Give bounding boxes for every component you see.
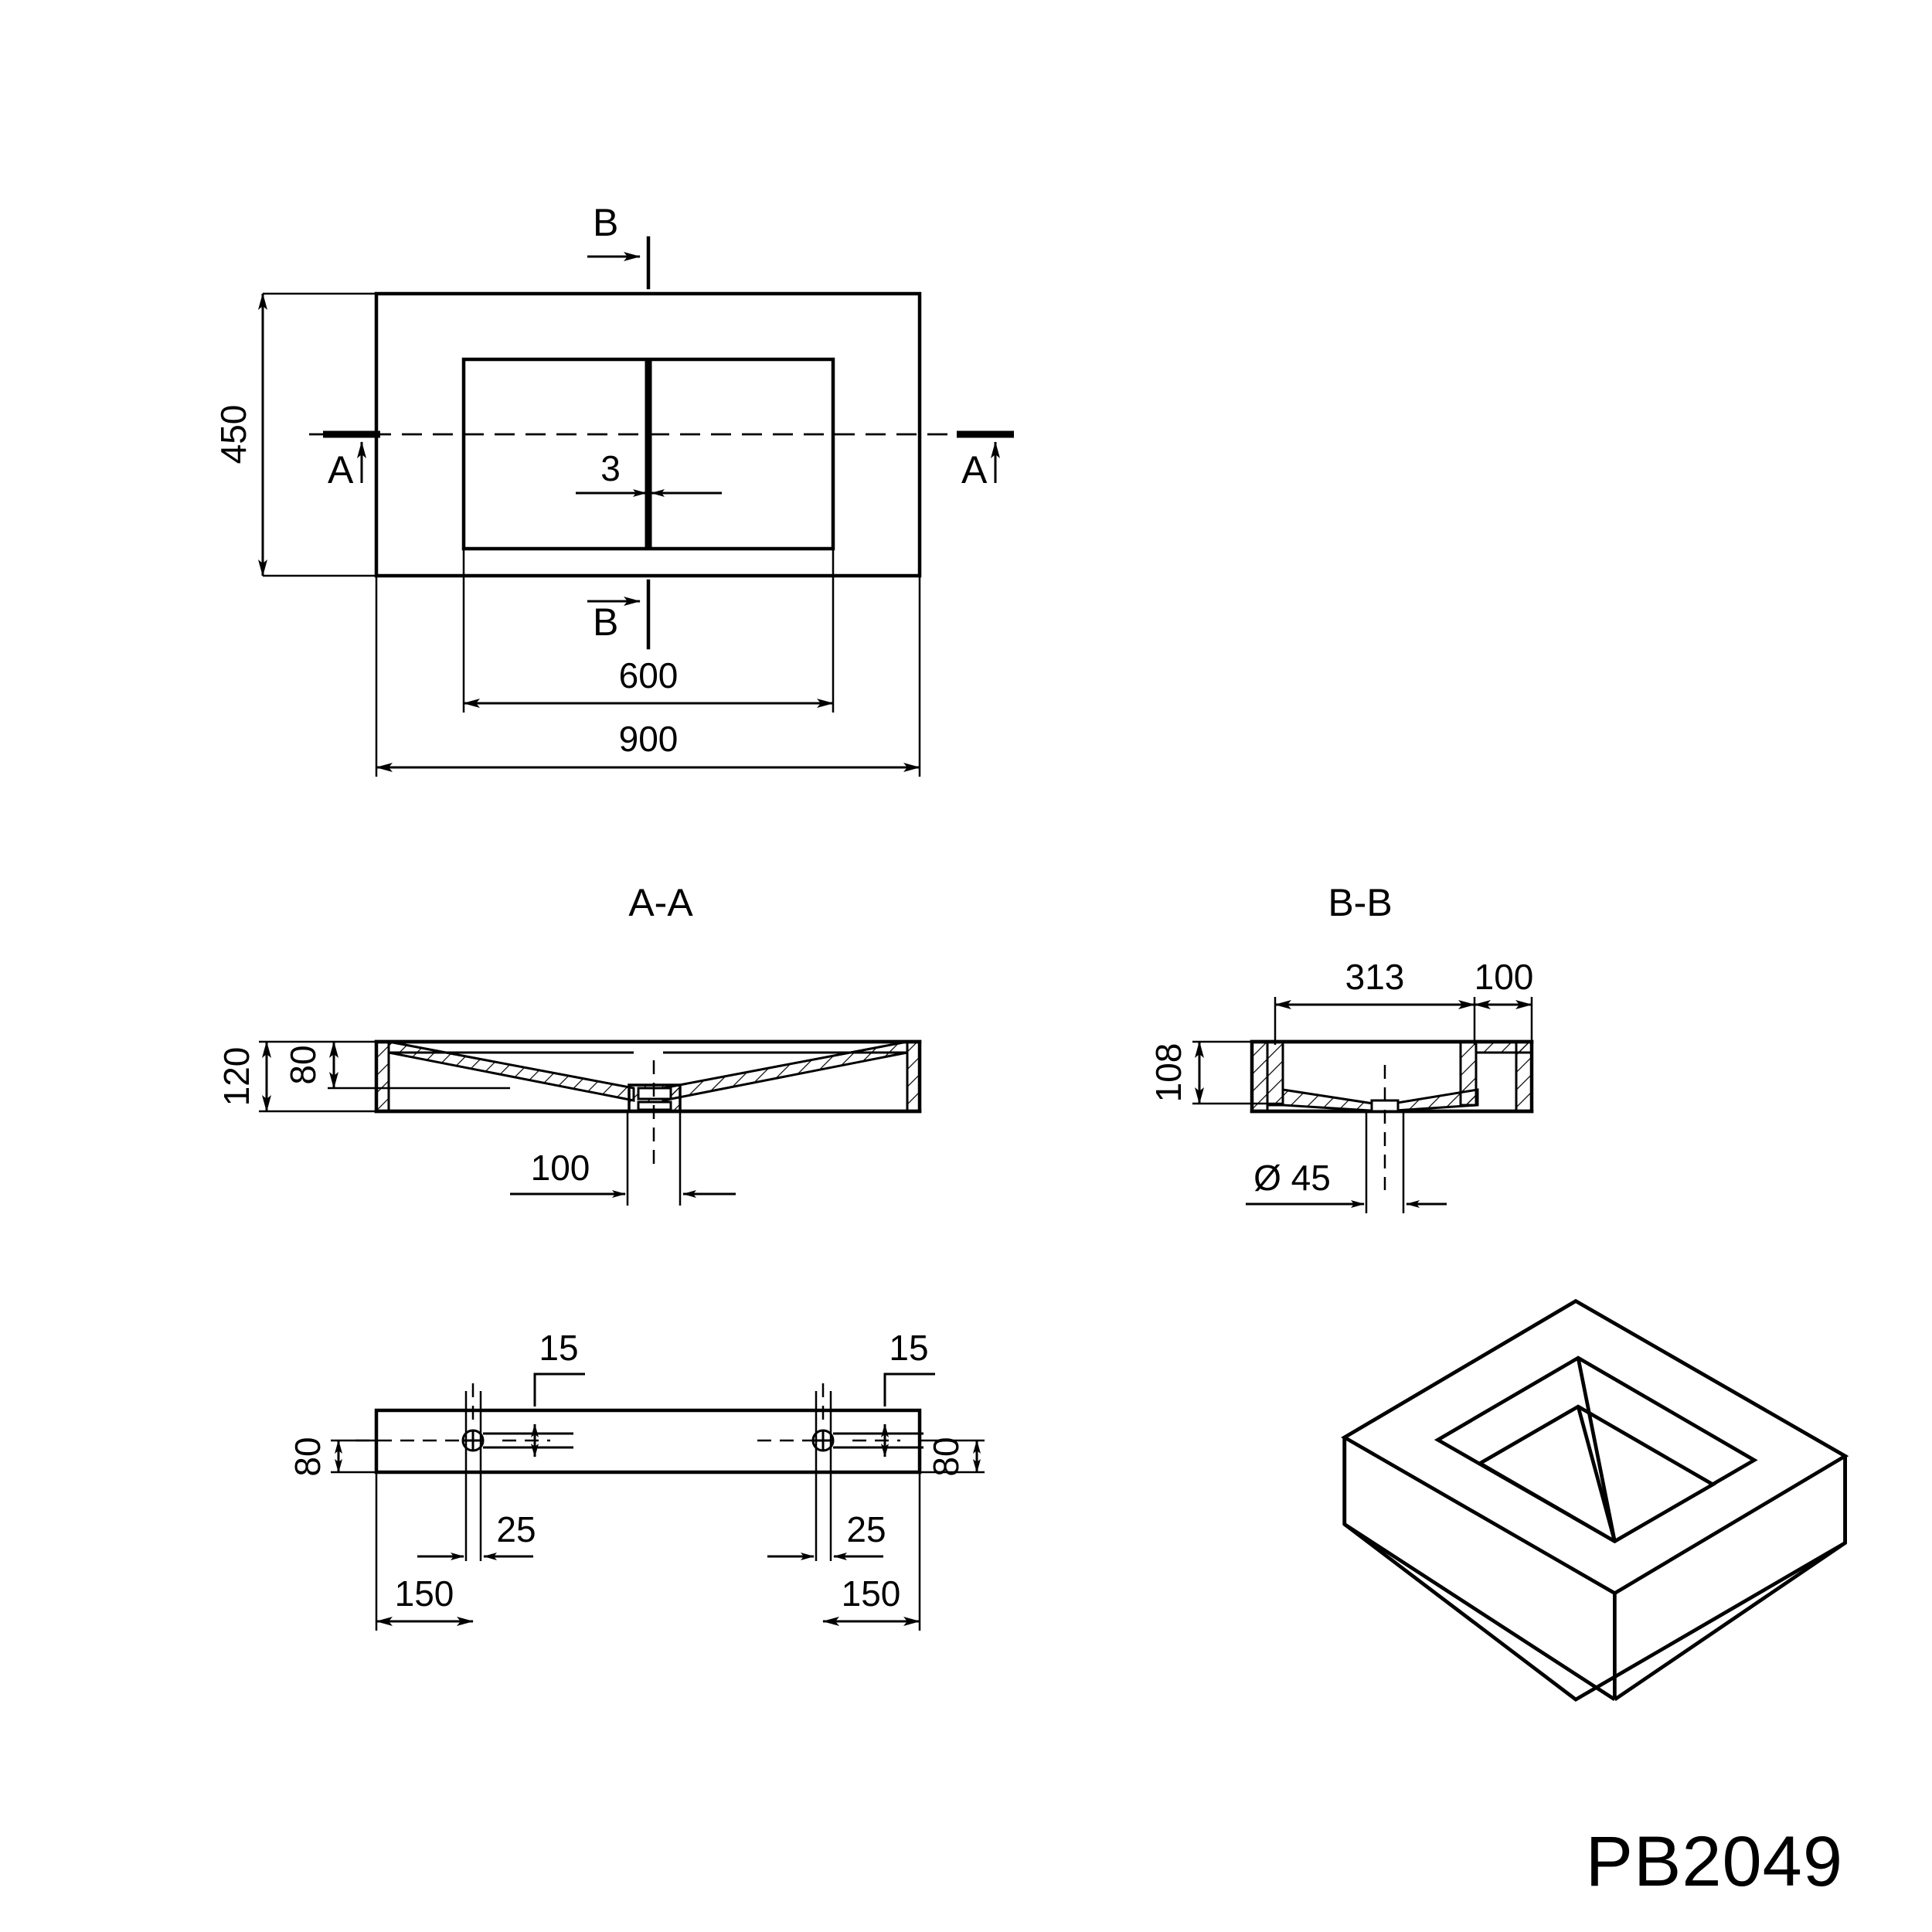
section-b-b-title: B-B bbox=[1328, 881, 1392, 924]
dim-3-text: 3 bbox=[600, 448, 621, 488]
section-mark-a-left-label: A bbox=[328, 448, 354, 492]
isometric-ridge-b bbox=[1576, 1357, 1617, 1542]
dim-80-aa-text: 80 bbox=[283, 1045, 323, 1084]
section-bb-drain-opening bbox=[1370, 1099, 1400, 1113]
dim-100-bb-text: 100 bbox=[1475, 957, 1534, 997]
dim-450-text: 450 bbox=[213, 405, 253, 464]
dim-15-right-leader bbox=[883, 1372, 935, 1406]
isometric-bottom-left bbox=[1343, 1522, 1616, 1702]
section-mark-a-right-label: A bbox=[961, 448, 988, 492]
dim-150-left-text: 150 bbox=[395, 1573, 454, 1614]
dim-15-right-text: 15 bbox=[889, 1328, 928, 1368]
dim-108-text: 108 bbox=[1148, 1043, 1189, 1103]
dim-100-aa-text: 100 bbox=[531, 1148, 590, 1188]
dim-313-text: 313 bbox=[1345, 957, 1405, 997]
section-aa-wall-right bbox=[906, 1040, 921, 1113]
dim-d45-text: Ø 45 bbox=[1253, 1158, 1331, 1198]
dim-80-left-text: 80 bbox=[287, 1437, 328, 1476]
section-bb-wall-outer-left bbox=[1250, 1040, 1269, 1113]
section-aa-wall-left bbox=[375, 1040, 390, 1113]
section-mark-b-top-label: B bbox=[593, 201, 618, 244]
dim-150-right-text: 150 bbox=[842, 1573, 901, 1614]
dim-15-left-leader bbox=[533, 1372, 585, 1406]
isometric-bottom-right bbox=[1614, 1541, 1846, 1702]
part-number-label: PB2049 bbox=[1586, 1822, 1843, 1901]
dim-25-left-text: 25 bbox=[496, 1509, 536, 1549]
dim-80-right-text: 80 bbox=[926, 1437, 966, 1476]
dim-25-right-text: 25 bbox=[846, 1509, 886, 1549]
dim-900-text: 900 bbox=[619, 719, 679, 759]
rear-view: 15 15 80 80 25 25 150 150 bbox=[287, 1328, 985, 1631]
top-view: 450 A A B B 3 600 900 bbox=[213, 201, 1014, 777]
section-a-a: A-A 120 80 bbox=[216, 881, 922, 1206]
section-bb-wall-inner-left bbox=[1266, 1040, 1284, 1107]
section-mark-b-bottom-label: B bbox=[593, 600, 618, 644]
section-b-b: B-B 108 313 bbox=[1148, 881, 1533, 1213]
dim-15-left-text: 15 bbox=[539, 1328, 578, 1368]
section-a-a-title: A-A bbox=[628, 881, 693, 924]
dim-600-text: 600 bbox=[619, 655, 679, 696]
dim-120-text: 120 bbox=[216, 1047, 257, 1107]
isometric-view bbox=[1341, 1298, 1849, 1702]
